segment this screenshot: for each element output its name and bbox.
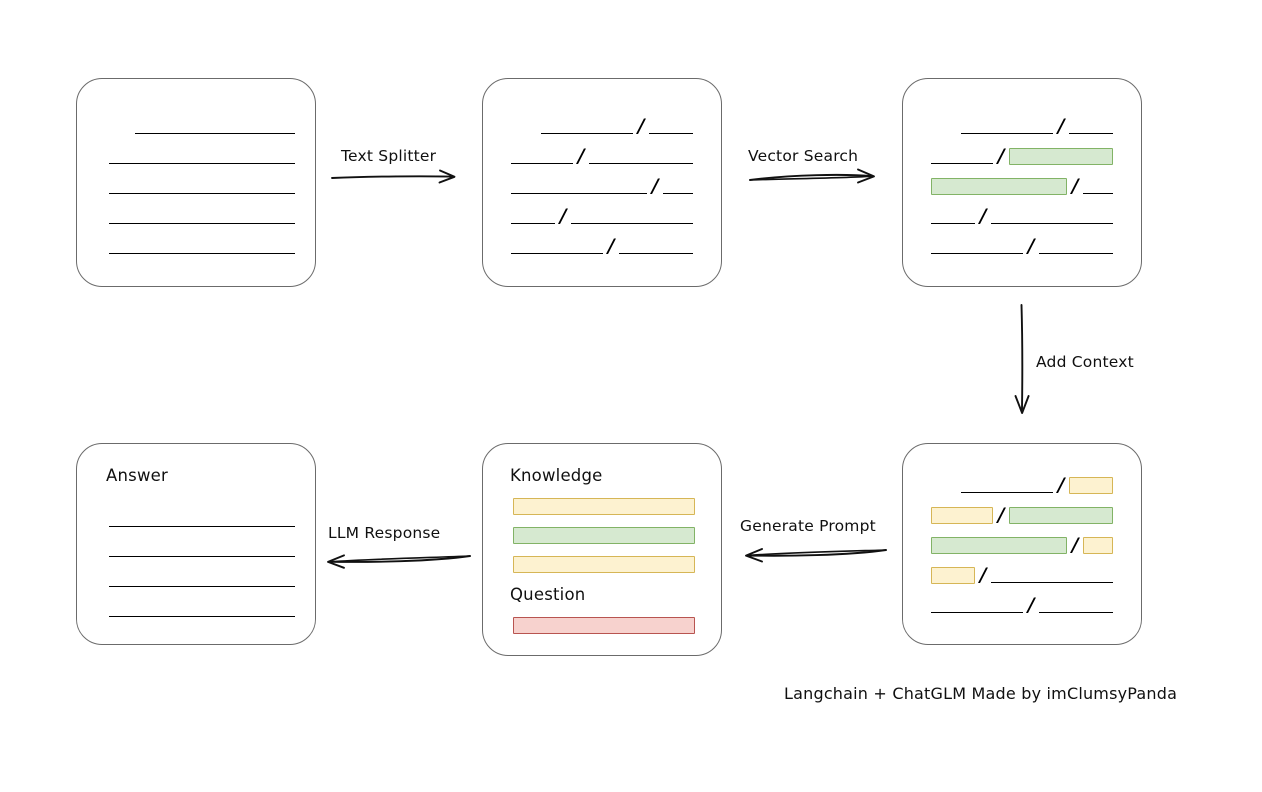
text-line (109, 540, 295, 558)
matched-chunk-highlight (931, 536, 1067, 554)
split-slash: / (607, 234, 615, 257)
edge-label-vector-search: Vector Search (748, 147, 859, 165)
node-answer[interactable]: Answer (76, 443, 316, 645)
split-slash: / (1071, 533, 1079, 556)
edge-label-llm-response: LLM Response (328, 524, 441, 542)
knowledge-bar (513, 526, 695, 544)
text-line: / (931, 593, 1113, 616)
question-chunk-red (513, 616, 695, 634)
text-line: / (931, 563, 1113, 586)
split-slash: / (997, 503, 1005, 526)
knowledge-label: Knowledge (510, 466, 603, 485)
context-chunk-highlight (931, 566, 975, 584)
arrow-llm-response (327, 554, 471, 569)
knowledge-chunk-yellow (513, 555, 695, 573)
text-line (109, 177, 295, 195)
matched-chunk-highlight (1009, 506, 1113, 524)
text-line (109, 600, 295, 618)
split-slash: / (577, 144, 585, 167)
text-line (109, 570, 295, 588)
matched-chunk-highlight (931, 177, 1067, 195)
split-slash: / (1057, 114, 1065, 137)
knowledge-bar (513, 555, 695, 573)
split-slash: / (997, 144, 1005, 167)
matched-chunk-highlight (1009, 147, 1113, 165)
split-slash: / (559, 204, 567, 227)
text-line: / (511, 234, 693, 257)
text-line (109, 207, 295, 225)
node-context-document[interactable]: / / / / / (902, 443, 1142, 645)
knowledge-chunk-green (513, 526, 695, 544)
node-search-result[interactable]: / / / / / (902, 78, 1142, 287)
text-line (109, 147, 295, 165)
split-slash: / (979, 204, 987, 227)
split-document-lines: / / / / / (483, 79, 721, 286)
context-chunk-highlight (931, 506, 993, 524)
text-line: / (961, 473, 1113, 496)
text-line: / (931, 204, 1113, 227)
text-line: / (931, 533, 1113, 556)
text-line: / (931, 503, 1113, 526)
split-slash: / (1027, 234, 1035, 257)
answer-title: Answer (106, 466, 168, 485)
arrow-vector-search (749, 168, 875, 184)
text-line: / (931, 144, 1113, 167)
text-line: / (961, 114, 1113, 137)
node-split-document[interactable]: / / / / / (482, 78, 722, 287)
split-slash: / (1027, 593, 1035, 616)
node-generated-prompt[interactable]: Knowledge Question (482, 443, 722, 656)
question-label: Question (510, 585, 586, 604)
arrow-text-splitter (331, 169, 456, 184)
text-line: / (931, 234, 1113, 257)
context-document-lines: / / / / / (903, 444, 1141, 644)
text-line: / (511, 204, 693, 227)
text-line: / (931, 174, 1113, 197)
split-slash: / (637, 114, 645, 137)
source-document-lines (77, 79, 315, 286)
split-slash: / (1071, 174, 1079, 197)
answer-lines (77, 444, 315, 644)
edge-label-generate-prompt: Generate Prompt (740, 517, 876, 535)
arrow-generate-prompt (745, 548, 887, 563)
question-bar (513, 616, 695, 634)
split-slash: / (651, 174, 659, 197)
text-line (109, 237, 295, 255)
text-line: / (541, 114, 693, 137)
node-source-document[interactable] (76, 78, 316, 287)
footer-credit: Langchain + ChatGLM Made by imClumsyPand… (784, 684, 1178, 703)
edge-label-add-context: Add Context (1036, 353, 1134, 371)
knowledge-chunk-yellow (513, 497, 695, 515)
knowledge-bar (513, 497, 695, 515)
search-result-lines: / / / / / (903, 79, 1141, 286)
edge-label-text-splitter: Text Splitter (341, 147, 437, 165)
text-line (109, 510, 295, 528)
arrow-add-context (1014, 304, 1030, 414)
context-chunk-highlight (1069, 476, 1113, 494)
context-chunk-highlight (1083, 536, 1113, 554)
text-line: / (511, 174, 693, 197)
text-line: / (511, 144, 693, 167)
split-slash: / (979, 563, 987, 586)
split-slash: / (1057, 473, 1065, 496)
text-line (135, 117, 295, 135)
